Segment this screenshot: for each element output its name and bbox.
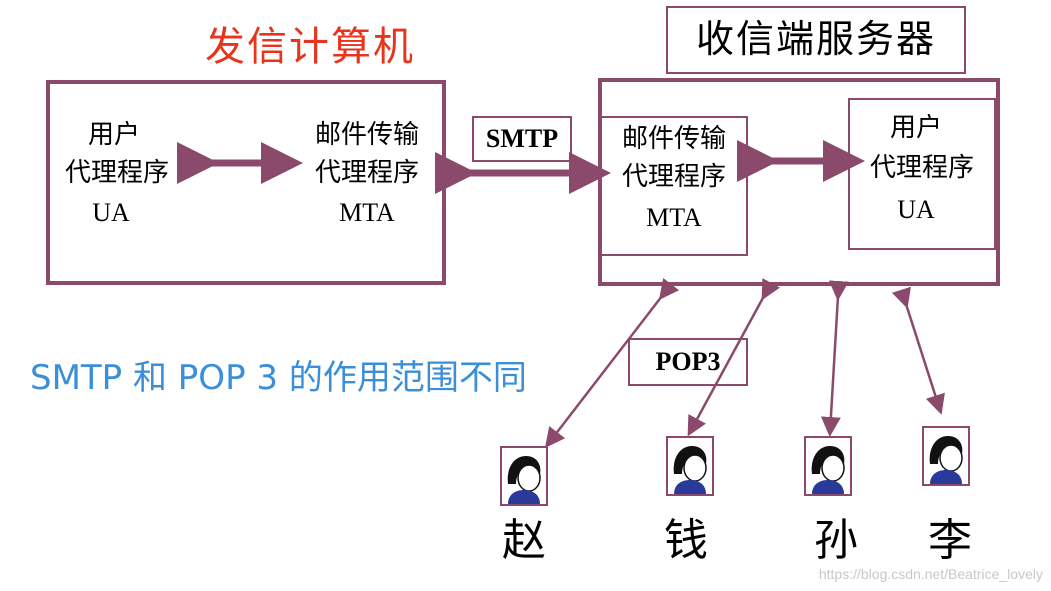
receiver-title: 收信端服务器: [695, 17, 936, 61]
caption: SMTP 和 POP 3 的作用范围不同: [30, 358, 527, 398]
receiver-mta-line1: 邮件传输: [621, 124, 726, 154]
user-name-sun: 孙: [814, 515, 858, 566]
sender-ua-line3: UA: [92, 198, 130, 227]
receiver-mta-line2: 代理程序: [621, 162, 726, 192]
user-zhao-arrow: [544, 278, 680, 448]
user-name-zhao: 赵: [502, 515, 546, 566]
person-avatar-icon: [804, 436, 852, 496]
sender-ua-block: 用户 代理程序 UA: [52, 116, 182, 234]
sender-title: 发信计算机: [205, 24, 415, 70]
receiver-title-box: 收信端服务器: [666, 6, 966, 74]
receiver-ua-line3: UA: [897, 195, 935, 224]
person-avatar-icon: [666, 436, 714, 496]
watermark: https://blog.csdn.net/Beatrice_lovely: [818, 566, 1043, 582]
sender-mta-block: 邮件传输 代理程序 MTA: [302, 116, 432, 234]
receiver-mta-line3: MTA: [646, 203, 702, 232]
user-sun-arrow: [820, 280, 849, 437]
receiver-ua-line2: 代理程序: [869, 153, 974, 183]
sender-mta-line1: 邮件传输: [314, 120, 419, 150]
person-avatar-icon: [500, 446, 548, 506]
sender-ua-line1: 用户: [87, 120, 140, 150]
smtp-label: SMTP: [485, 124, 559, 153]
receiver-ua-line1: 用户: [889, 113, 942, 143]
user-name-li: 李: [928, 515, 972, 566]
receiver-ua-box: 用户 代理程序 UA: [848, 98, 996, 250]
sender-mta-line3: MTA: [339, 198, 395, 227]
receiver-mta-box: 邮件传输 代理程序 MTA: [600, 116, 748, 256]
person-avatar-icon: [922, 426, 970, 486]
user-qian-arrow: [687, 278, 780, 437]
user-name-qian: 钱: [664, 515, 708, 566]
sender-ua-line2: 代理程序: [64, 158, 169, 188]
sender-mta-line2: 代理程序: [314, 158, 419, 188]
user-li-arrow: [891, 286, 945, 415]
